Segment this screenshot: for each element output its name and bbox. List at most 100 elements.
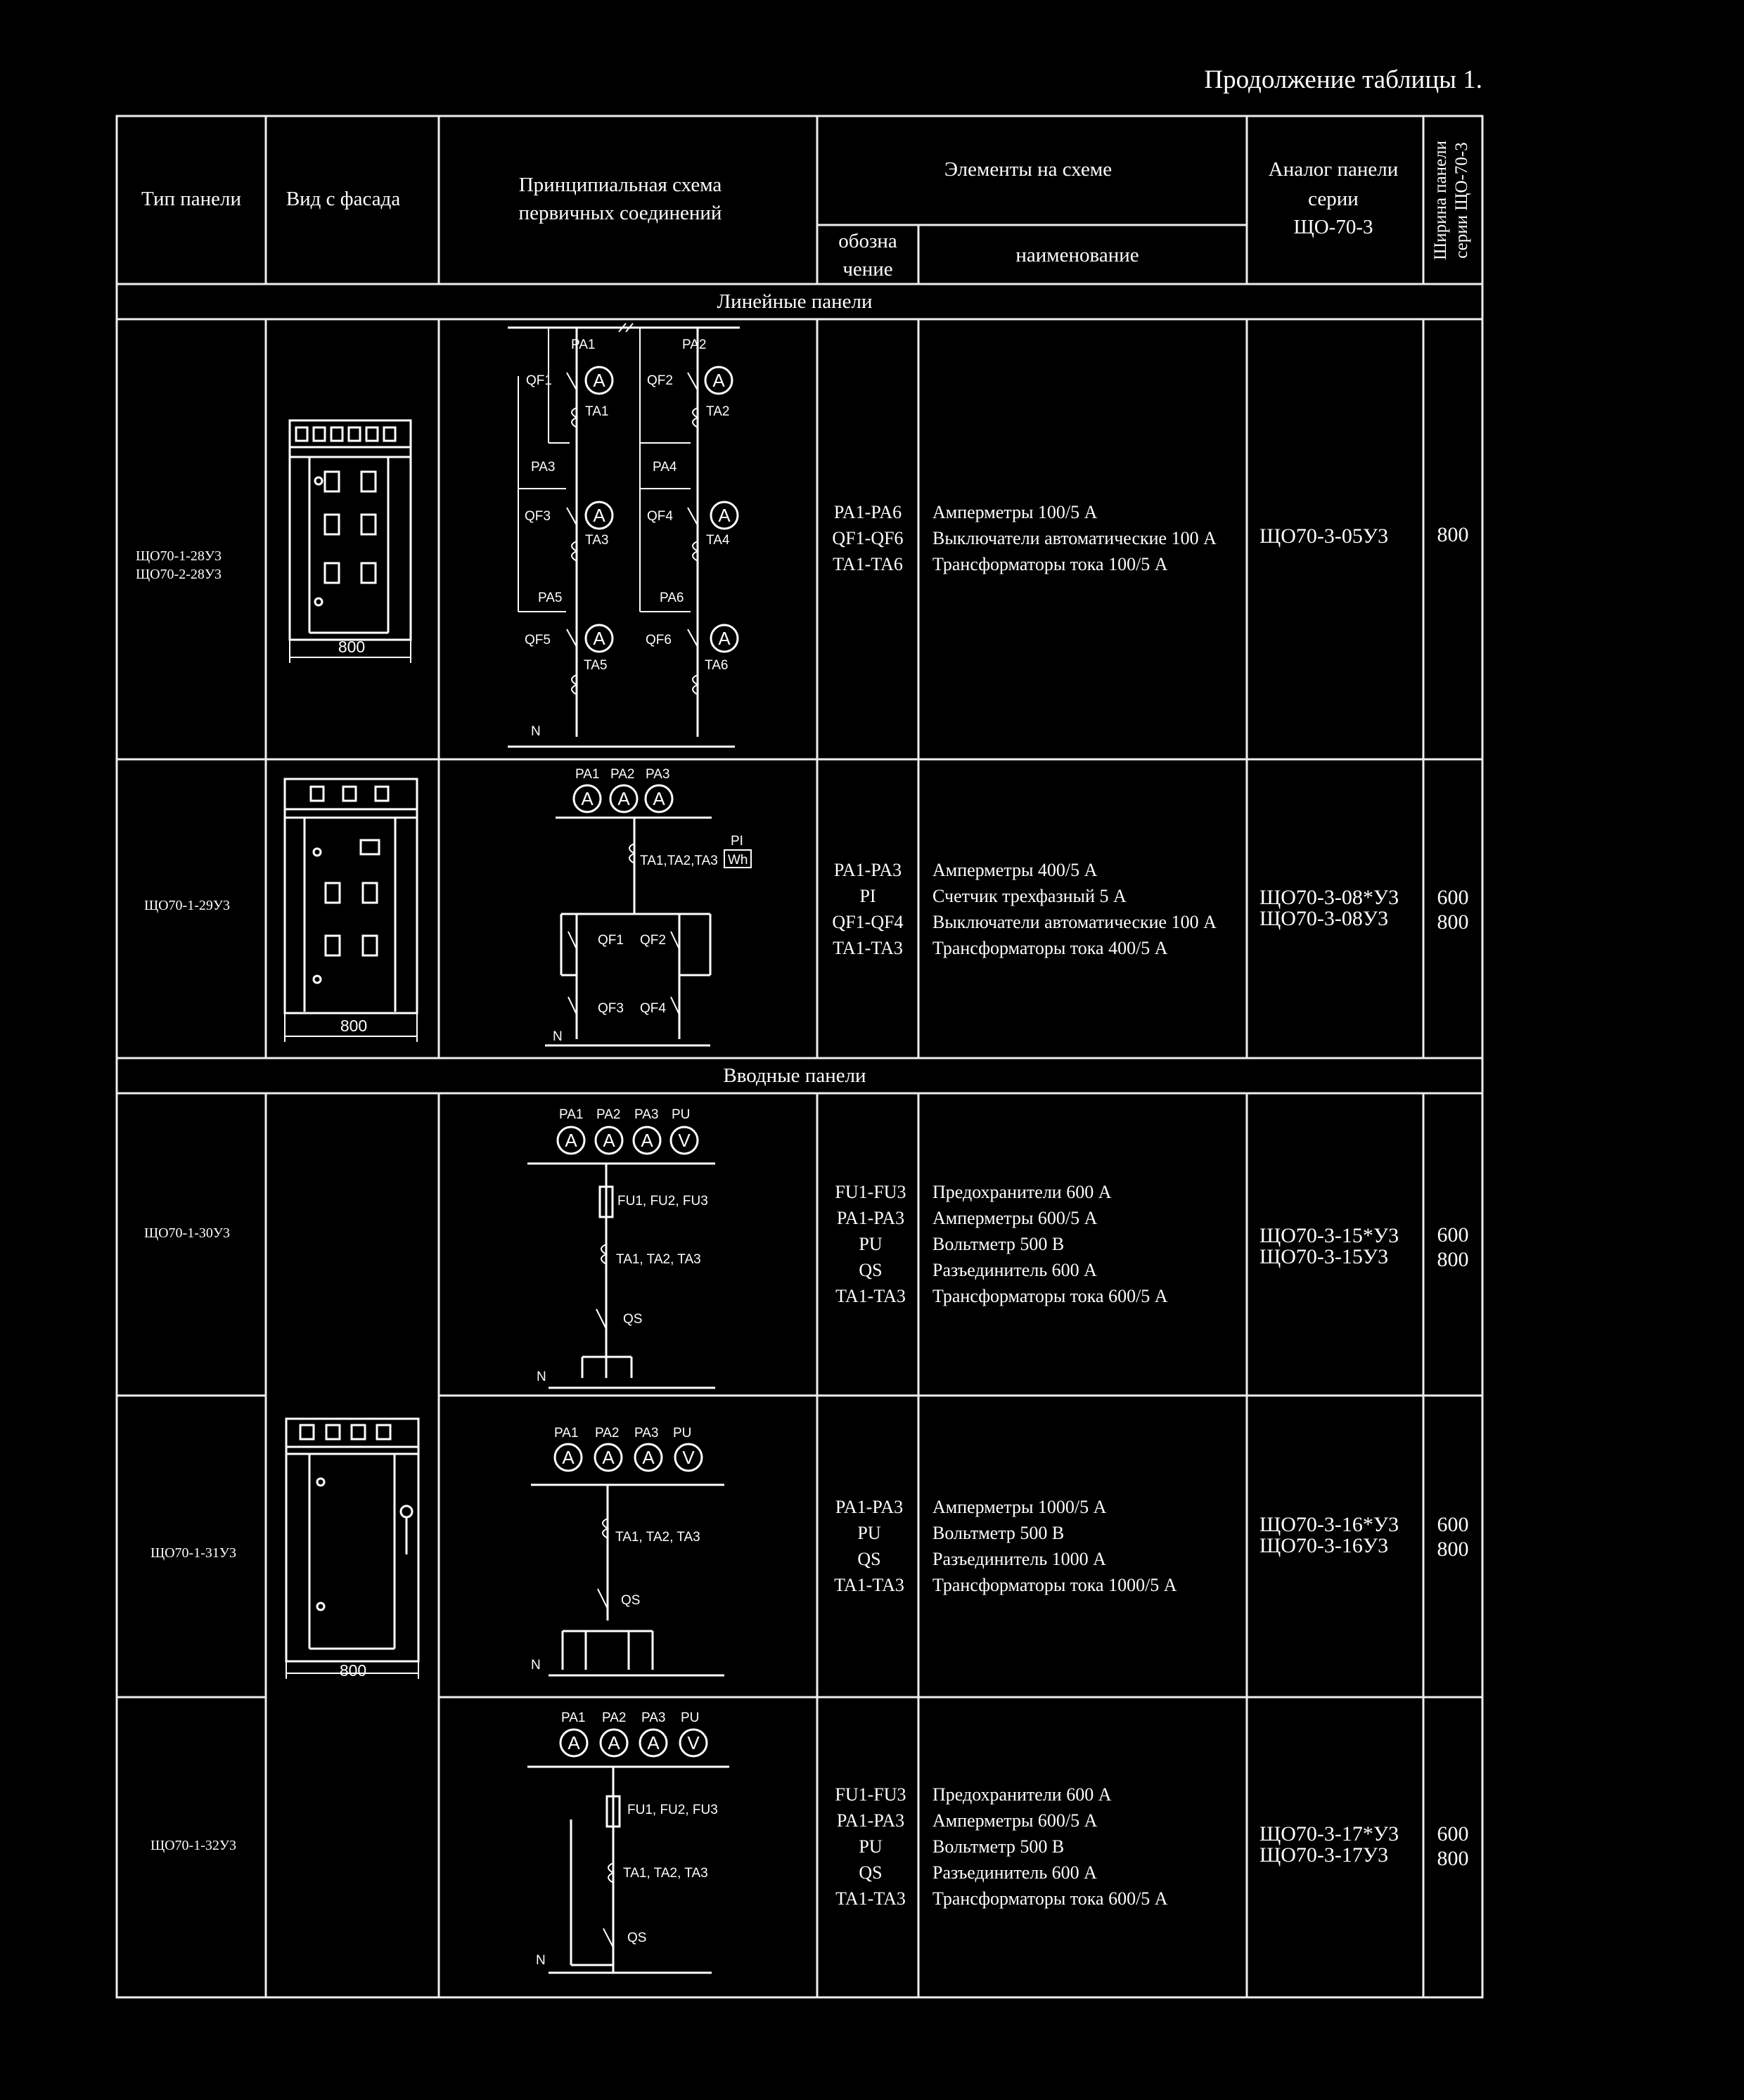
scheme-label: TA1: [585, 404, 608, 419]
scheme-label: FU1, FU2, FU3: [617, 1194, 708, 1209]
element-name: Счетчик трехфазный 5 А: [932, 886, 1127, 906]
element-designation: QF1-QF4: [832, 912, 903, 932]
panel-type: ЩО70-1-28У3: [136, 548, 222, 564]
scheme-label: PA2: [602, 1711, 627, 1725]
panel-width: 600: [1437, 1223, 1469, 1247]
facade-drawing: 800: [283, 778, 418, 1042]
element-name: Амперметры 1000/5 А: [932, 1497, 1107, 1517]
scheme-label: TA4: [706, 533, 730, 548]
table-row: ЩО70-1-29У3 PA1-PA3 PI QF1-QF4 TA1-TA3 А…: [144, 860, 1469, 958]
scheme-label: PU: [673, 1426, 691, 1441]
element-designation: PU: [859, 1234, 882, 1254]
scheme-label: N: [531, 724, 541, 739]
element-designation: TA1-TA3: [835, 1286, 906, 1306]
element-name: Разъединитель 1000 А: [932, 1549, 1106, 1569]
element-name: Выключатели автоматические 100 А: [932, 912, 1217, 932]
header-name: наименование: [1015, 244, 1139, 266]
meter-symbol: A: [593, 505, 605, 526]
scheme-label: PA3: [531, 460, 556, 475]
panel-width: 800: [1437, 523, 1469, 546]
panel-type: ЩО70-2-28У3: [136, 567, 222, 582]
scheme-label: QF3: [525, 509, 551, 524]
table-row: ЩО70-1-32У3 FU1-FU3 PA1-PA3 PU QS TA1-TA…: [150, 1784, 1469, 1909]
analog-panel: ЩО70-3-17У3: [1259, 1843, 1388, 1867]
scheme-label: PA1: [559, 1107, 584, 1122]
meter-symbol: A: [568, 1732, 580, 1753]
scheme-diagram: A A A PA1 PA2 PA3 TA1,TA2,TA3 PI Wh QF1 …: [545, 767, 752, 1047]
scheme-label: QF1: [598, 933, 624, 948]
scheme-label: QF2: [640, 933, 666, 948]
header-facade: Вид с фасада: [286, 188, 401, 210]
meter-symbol: A: [617, 788, 630, 809]
element-designation: PA1-PA3: [835, 1497, 903, 1517]
table-row: ЩО70-1-31У3 PA1-PA3 PU QS TA1-TA3 Амперм…: [150, 1497, 1469, 1595]
meter-symbol: A: [565, 1130, 577, 1151]
element-name: Вольтметр 500 В: [932, 1234, 1064, 1254]
element-designation: FU1-FU3: [835, 1784, 906, 1805]
element-name: Разъединитель 600 А: [932, 1260, 1097, 1280]
scheme-label: N: [537, 1370, 546, 1384]
scheme-label: PA3: [641, 1711, 666, 1725]
meter-symbol: A: [641, 1130, 653, 1151]
meter-symbol: A: [562, 1447, 575, 1468]
scheme-label: PA3: [634, 1107, 659, 1122]
analog-panel: ЩО70-3-05У3: [1259, 524, 1388, 548]
scheme-label: N: [553, 1029, 563, 1044]
table-row: ЩО70-1-28У3 ЩО70-2-28У3 PA1-PA6 QF1-QF6 …: [136, 502, 1469, 582]
scheme-label: TA6: [705, 658, 728, 673]
element-name: Трансформаторы тока 1000/5 А: [932, 1575, 1177, 1595]
panel-width: 600: [1437, 1513, 1469, 1536]
element-name: Амперметры 600/5 А: [932, 1810, 1098, 1831]
scheme-label: QF3: [598, 1001, 624, 1016]
scheme-label: TA3: [585, 533, 608, 548]
analog-panel: ЩО70-3-08*У3: [1259, 886, 1399, 909]
element-designation: PU: [857, 1523, 880, 1543]
element-designation: QS: [857, 1549, 880, 1569]
meter-symbol: V: [687, 1732, 700, 1753]
element-designation: TA1-TA3: [835, 1888, 906, 1909]
element-name: Трансформаторы тока 100/5 А: [932, 554, 1168, 574]
element-name: Амперметры 100/5 А: [932, 502, 1098, 522]
scheme-label: N: [536, 1953, 546, 1968]
element-designation: PA1-PA6: [834, 502, 902, 522]
element-designation: QS: [859, 1862, 882, 1883]
element-designation: QF1-QF6: [832, 528, 903, 548]
element-name: Предохранители 600 А: [932, 1784, 1112, 1805]
header-designation-line2: чение: [842, 258, 892, 281]
meter-symbol: A: [712, 370, 725, 391]
scheme-label: PA1: [571, 337, 596, 352]
scheme-diagram: A A A V PA1 PA2 PA3 PU FU1, FU2, FU3 TA1…: [527, 1107, 715, 1389]
panel-type: ЩО70-1-31У3: [150, 1545, 236, 1561]
facade-width-label: 800: [340, 1017, 367, 1035]
scheme-label: FU1, FU2, FU3: [627, 1803, 718, 1817]
scheme-label: QF4: [640, 1001, 666, 1016]
element-name: Трансформаторы тока 400/5 А: [932, 938, 1168, 958]
panel-width: 800: [1437, 910, 1469, 934]
element-name: Трансформаторы тока 600/5 А: [932, 1888, 1168, 1909]
scheme-label: PA2: [596, 1107, 621, 1122]
scheme-label: PA5: [538, 591, 563, 605]
scheme-label: TA5: [584, 658, 607, 673]
facade-width-label: 800: [338, 638, 365, 656]
panel-width: 600: [1437, 886, 1469, 909]
header-designation-line1: обозна: [838, 230, 897, 252]
element-name: Вольтметр 500 В: [932, 1523, 1064, 1543]
meter-symbol: A: [718, 628, 731, 649]
scheme-label: PA2: [610, 767, 635, 782]
header-scheme-line2: первичных соединений: [519, 202, 722, 224]
analog-panel: ЩО70-3-16У3: [1259, 1534, 1388, 1557]
scheme-label: QS: [627, 1931, 646, 1945]
header-scheme-line1: Принципиальная схема: [519, 174, 722, 196]
panel-type: ЩО70-1-29У3: [144, 898, 230, 913]
analog-panel: ЩО70-3-16*У3: [1259, 1513, 1399, 1536]
element-designation: PA1-PA3: [837, 1810, 904, 1831]
scheme-label: QF5: [525, 633, 551, 648]
scheme-label: TA1, TA2, TA3: [623, 1866, 708, 1881]
element-designation: PA1-PA3: [834, 860, 902, 880]
panel-type: ЩО70-1-32У3: [150, 1838, 236, 1853]
header-width-line1: Ширина панели: [1431, 141, 1450, 260]
meter-symbol: A: [603, 1130, 615, 1151]
scheme-label: PA1: [575, 767, 600, 782]
header-analog-line1: Аналог панели: [1269, 158, 1398, 181]
header-analog-line3: ЩО-70-3: [1293, 216, 1373, 238]
